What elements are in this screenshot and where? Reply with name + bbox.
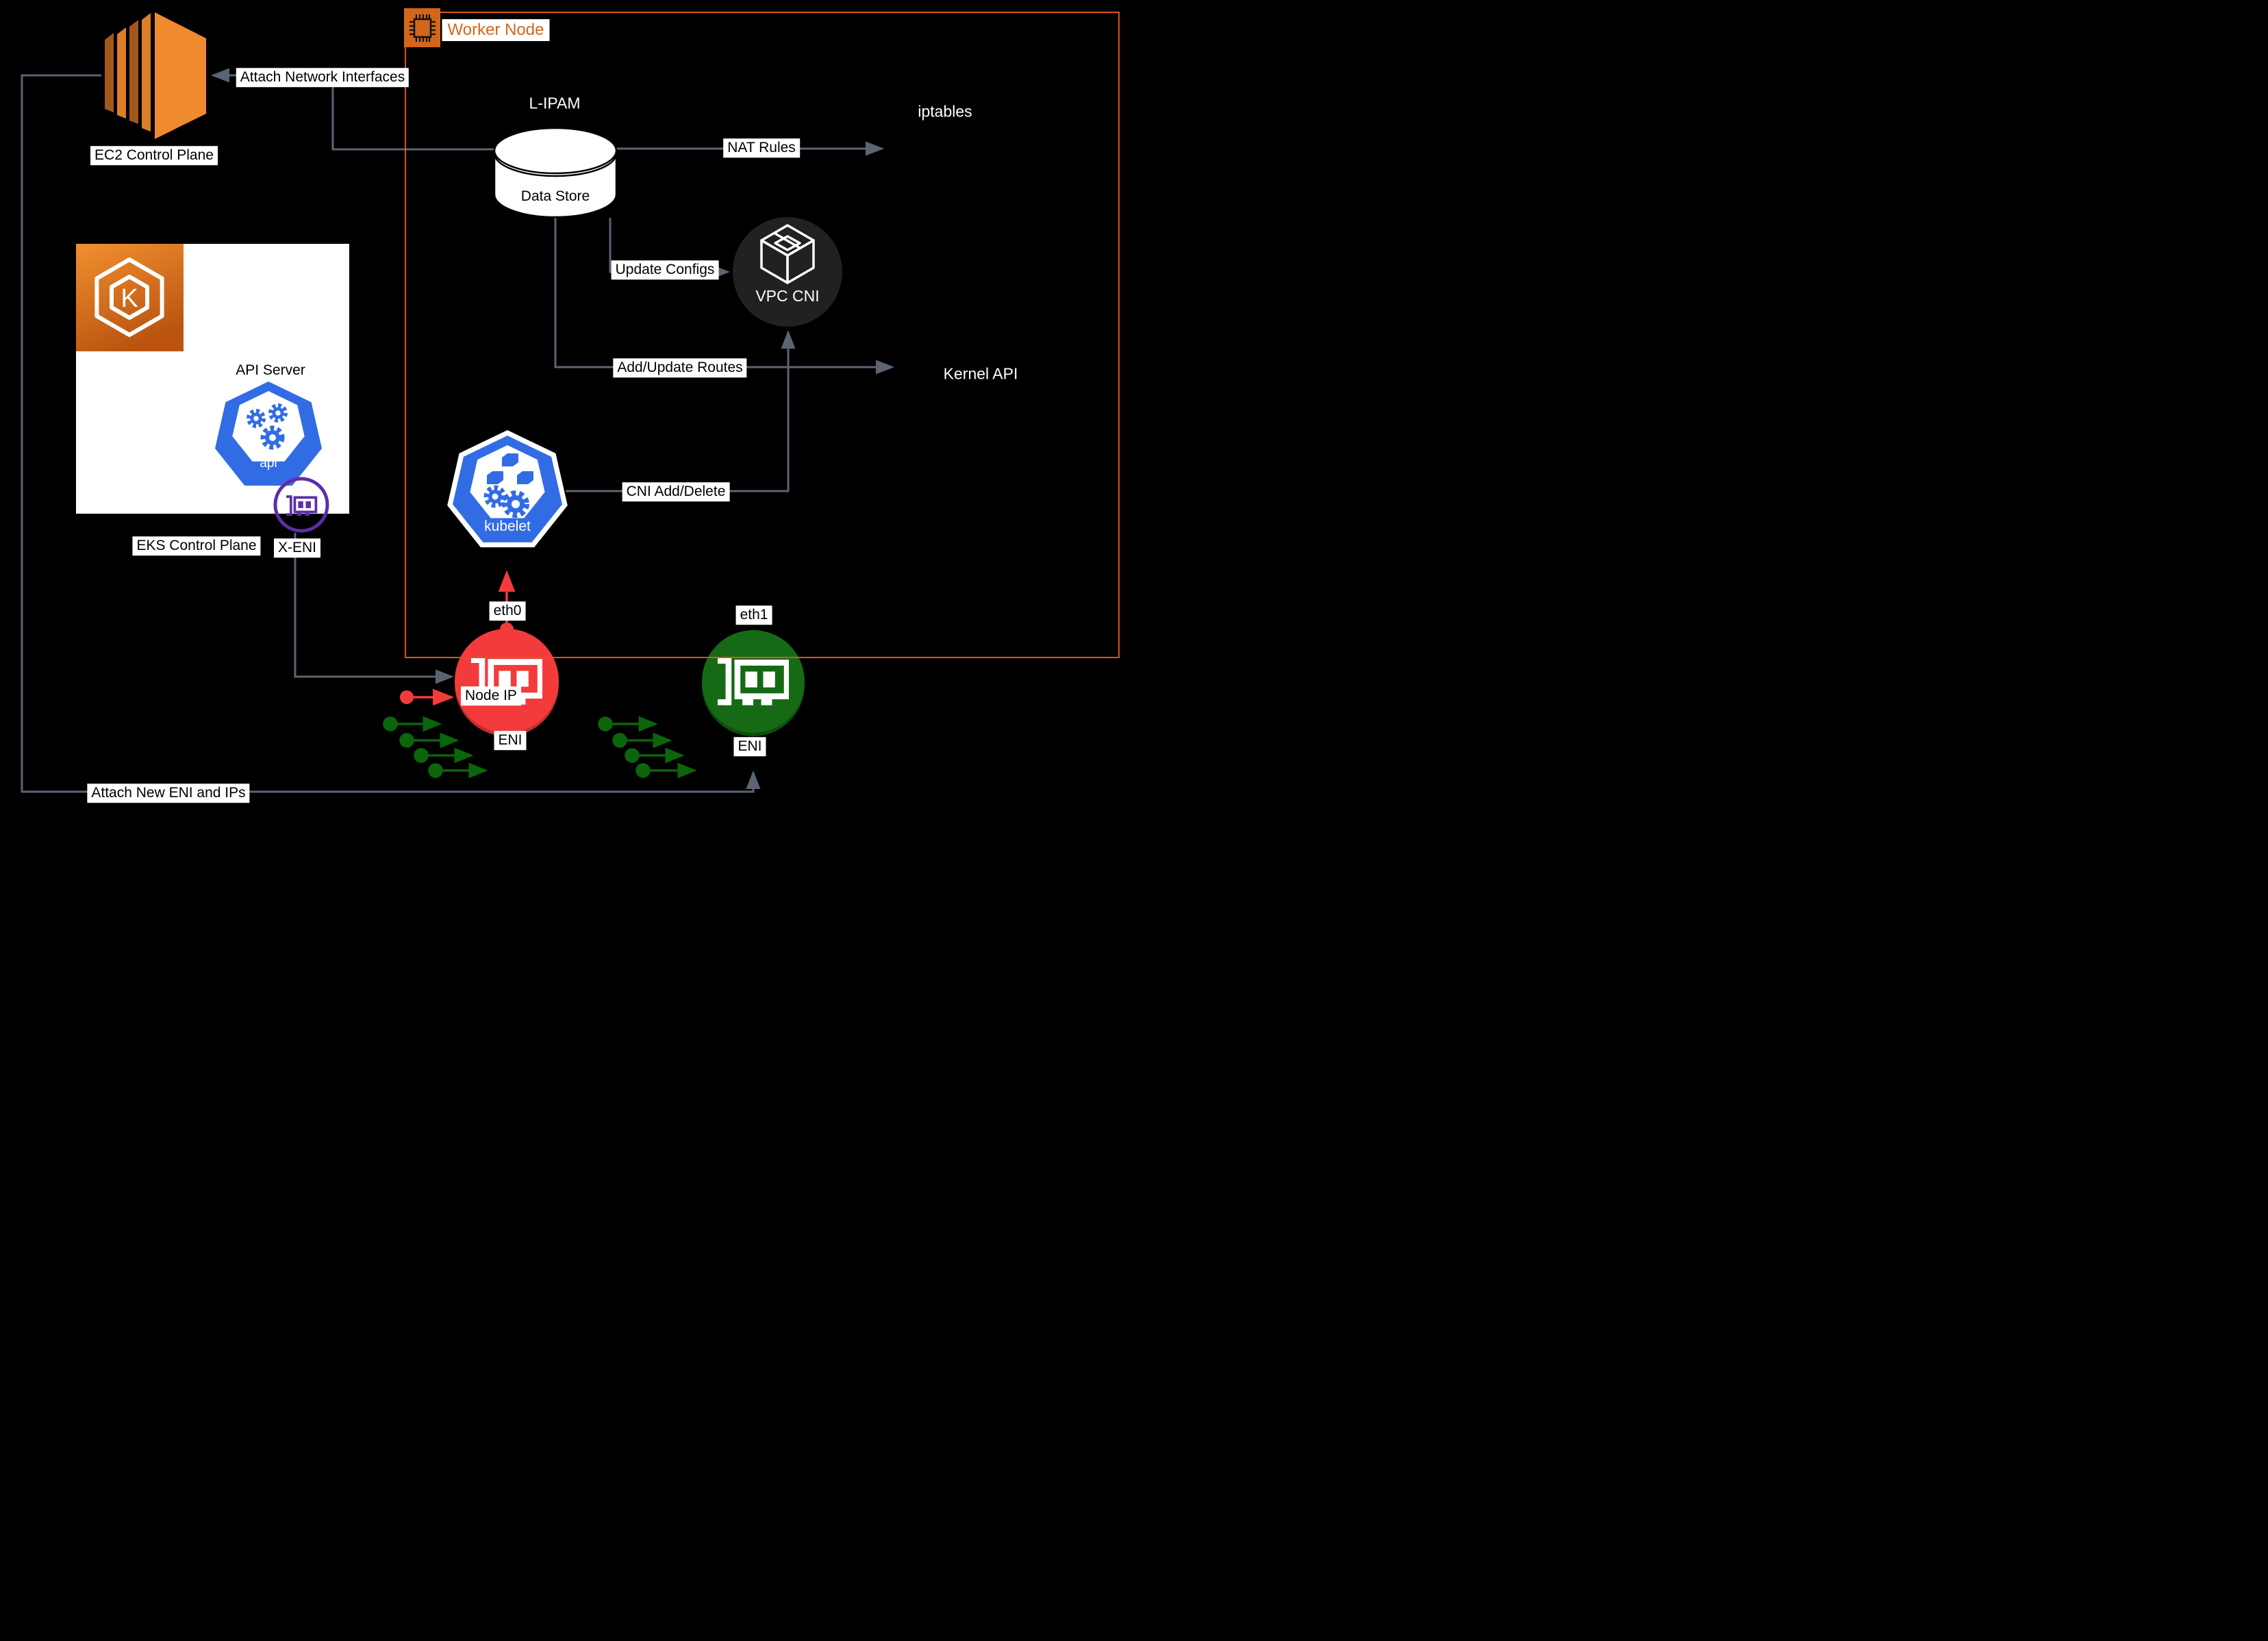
worker-node-title: Worker Node <box>442 19 550 41</box>
ec2-stack-icon <box>105 12 206 139</box>
cpu-chip-icon <box>410 14 436 42</box>
kubernetes-heptagon-icon <box>447 430 568 548</box>
eth0-attach-dot <box>500 623 514 636</box>
api-label: api <box>260 456 277 471</box>
kubernetes-heptagon-icon <box>215 381 322 486</box>
svg-text:K: K <box>121 284 138 313</box>
edge-add-update-routes-line <box>554 218 894 375</box>
network-card-icon <box>718 657 789 705</box>
vpc-cni-circle: VPC CNI <box>733 217 842 327</box>
eni1-label: ENI <box>733 737 766 756</box>
attach-new-eni-label: Attach New ENI and IPs <box>87 784 250 803</box>
database-cylinder-icon <box>493 127 618 218</box>
worker-node-corner-badge <box>404 8 440 47</box>
add-update-routes-label: Add/Update Routes <box>613 358 747 377</box>
kubelet-label: kubelet <box>484 518 531 534</box>
cni-add-delete-label: CNI Add/Delete <box>622 482 730 501</box>
eni0-label: ENI <box>494 731 527 750</box>
edge-attach-new-eni-line <box>21 74 761 793</box>
eth1-label: eth1 <box>735 605 772 625</box>
eni-eth1-circle <box>702 630 805 733</box>
eni-eth0-circle <box>455 629 559 733</box>
lipam-title: L-IPAM <box>529 94 581 112</box>
diagram-canvas: Worker Node EC2 Control Plane L-IPAM Dat… <box>0 0 1134 820</box>
network-card-icon <box>286 495 318 516</box>
x-eni-circle <box>273 477 329 533</box>
attach-network-interfaces-label: Attach Network Interfaces <box>236 68 410 87</box>
eni1-ip-arrows <box>598 716 697 779</box>
nat-rules-label: NAT Rules <box>723 138 800 158</box>
eks-hexagon-k-icon: K <box>76 244 184 351</box>
ec2-control-plane-label: EC2 Control Plane <box>90 146 218 165</box>
eks-control-plane-label: EKS Control Plane <box>132 536 261 555</box>
api-server-label: API Server <box>236 362 305 378</box>
kernel-api-label: Kernel API <box>943 364 1018 383</box>
edge-cni-add-delete-line <box>566 330 796 492</box>
eth0-label: eth0 <box>489 601 526 621</box>
eni0-ip-arrows <box>383 716 488 779</box>
data-store-label: Data Store <box>520 188 590 204</box>
package-box-icon <box>760 224 815 284</box>
vpc-cni-label: VPC CNI <box>755 287 820 305</box>
update-configs-label: Update Configs <box>611 260 719 279</box>
edge-x-eni-to-node-ip-line <box>294 533 454 684</box>
node-ip-label: Node IP <box>461 686 521 705</box>
iptables-label: iptables <box>918 102 972 121</box>
x-eni-label: X-ENI <box>273 538 321 558</box>
connector-lines-layer <box>21 68 894 793</box>
